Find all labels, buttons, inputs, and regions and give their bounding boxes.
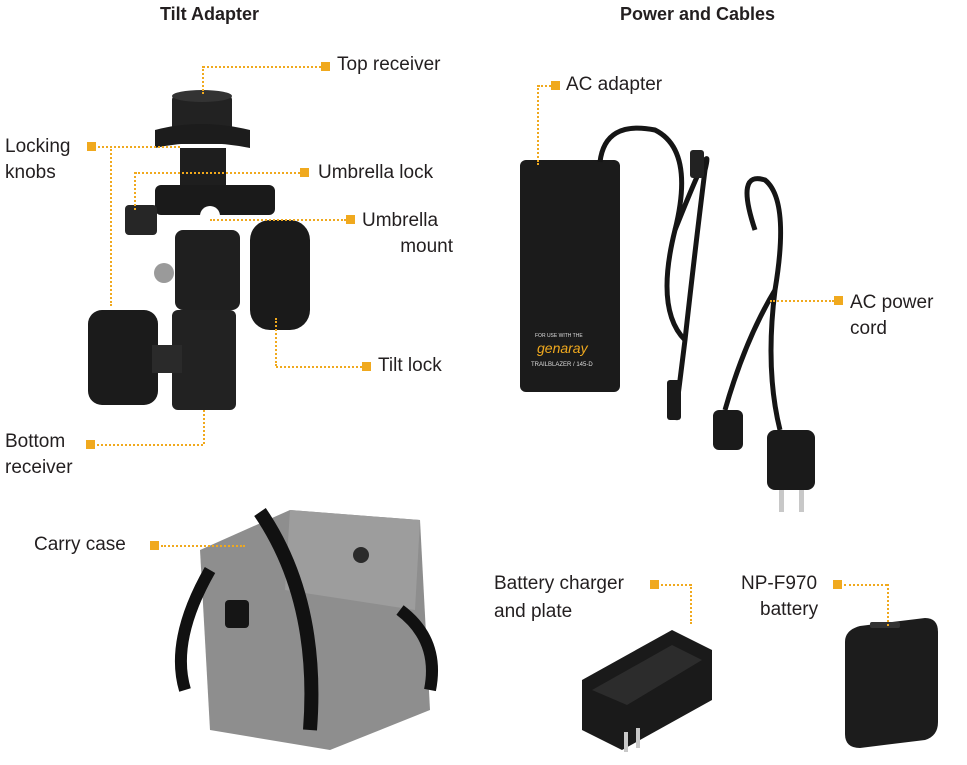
bottom-receiver-label-line1: Bottom [5, 431, 66, 452]
battery-charger-label-line1: Battery charger [494, 573, 624, 594]
umbrella-lock-marker [300, 168, 309, 177]
adapter-tagline: FOR USE WITH THE [535, 333, 583, 339]
locking-knobs-marker [87, 142, 96, 151]
battery-image [845, 618, 938, 748]
carry-case-image [174, 508, 438, 750]
carry-case-label: Carry case [34, 534, 126, 555]
umbrella-mount-label-line1: Umbrella [362, 210, 439, 231]
ac-power-cord-marker [834, 296, 843, 305]
bottom-receiver-leader-h [97, 444, 203, 446]
top-receiver-label: Top receiver [337, 54, 441, 75]
tilt-lock-marker [362, 362, 371, 371]
bottom-receiver-label-line2: receiver [5, 457, 73, 478]
tilt-lock-leader-h [276, 366, 362, 368]
battery-charger-image [582, 630, 712, 752]
top-receiver-leader-h [203, 66, 321, 68]
locking-knobs-label-line2: knobs [5, 162, 56, 183]
ac-adapter-marker [551, 81, 560, 90]
ac-power-cord-label-line1: AC power [850, 292, 934, 313]
tilt-lock-label: Tilt lock [378, 355, 442, 376]
battery-leader-h [844, 584, 887, 586]
battery-charger-label-line2: and plate [494, 601, 573, 622]
tilt-adapter-image [88, 90, 310, 410]
locking-knobs-leader-h [98, 146, 180, 148]
carry-case-leader [161, 545, 245, 547]
ac-power-cord-label-line2: cord [850, 318, 887, 339]
ac-adapter-label: AC adapter [566, 74, 663, 95]
tilt-lock-leader-v [275, 318, 277, 366]
battery-charger-marker [650, 580, 659, 589]
ac-adapter-leader-h [538, 85, 551, 87]
battery-marker [833, 580, 842, 589]
umbrella-lock-label: Umbrella lock [318, 162, 434, 183]
umbrella-mount-leader [210, 219, 346, 221]
battery-label-line2: battery [760, 599, 819, 620]
battery-label-line1: NP-F970 [741, 573, 818, 594]
locking-knobs-label-line1: Locking [5, 136, 71, 157]
ac-power-cord-leader [770, 300, 834, 302]
umbrella-mount-marker [346, 215, 355, 224]
bottom-receiver-leader-v [203, 410, 205, 444]
power-and-cables-heading: Power and Cables [620, 4, 776, 24]
bottom-receiver-marker [86, 440, 95, 449]
umbrella-lock-leader-h [135, 172, 300, 174]
top-receiver-marker [321, 62, 330, 71]
tilt-adapter-heading: Tilt Adapter [160, 4, 260, 24]
carry-case-marker [150, 541, 159, 550]
adapter-brand: genaray [537, 340, 588, 356]
umbrella-mount-label-line2: mount [400, 236, 453, 257]
battery-charger-leader-v [690, 584, 692, 624]
ac-adapter-leader-v [537, 85, 539, 165]
top-receiver-leader [202, 66, 204, 94]
umbrella-lock-leader-v [134, 172, 136, 210]
locking-knobs-leader-v [110, 146, 112, 306]
battery-charger-leader-h [661, 584, 691, 586]
adapter-model: TRAILBLAZER / 145-D [531, 362, 593, 368]
battery-leader-v [887, 584, 889, 626]
ac-adapter-image [520, 125, 815, 512]
